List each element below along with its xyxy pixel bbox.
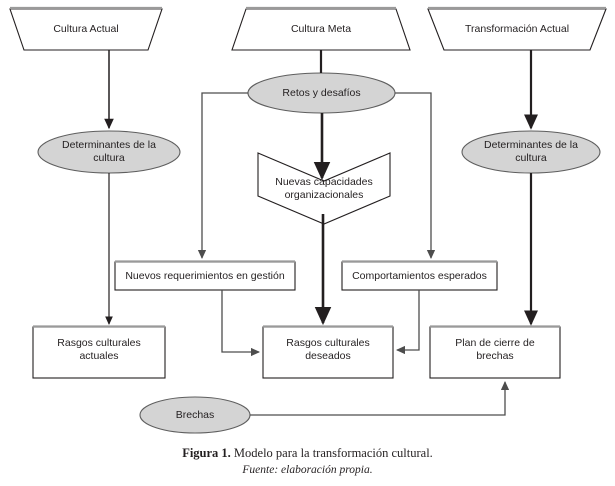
node-nuevos-requerimientos bbox=[114, 261, 296, 291]
node-cultura-meta bbox=[231, 8, 411, 51]
node-plan-cierre-brechas bbox=[429, 326, 561, 379]
node-nuevas-capacidades bbox=[257, 152, 391, 225]
edge-nuevos-requerimientos-rasgos-deseados bbox=[221, 290, 261, 357]
node-retos-y-desafios bbox=[247, 72, 396, 114]
figure-caption: Figura 1. Modelo para la transformación … bbox=[0, 446, 615, 461]
node-determinantes-derecha bbox=[461, 130, 601, 174]
node-rasgos-actuales bbox=[32, 326, 166, 379]
edge-retos-nuevos-requerimientos bbox=[197, 92, 248, 260]
node-rasgos-deseados bbox=[262, 326, 394, 379]
edge-brechas-plan-cierre bbox=[250, 380, 510, 416]
node-comportamientos-esperados bbox=[341, 261, 498, 291]
figure-source: Fuente: elaboración propia. bbox=[242, 464, 373, 476]
edge-retos-comportamientos bbox=[395, 92, 436, 260]
figure-caption-text: Modelo para la transformación cultural. bbox=[230, 446, 433, 460]
node-transformacion-actual bbox=[427, 8, 607, 51]
figure-caption-label: Figura 1. bbox=[182, 446, 231, 460]
node-determinantes-izquierda bbox=[37, 130, 181, 174]
node-cultura-actual bbox=[9, 8, 163, 51]
node-brechas bbox=[139, 396, 251, 434]
edge-comportamientos-rasgos-deseados bbox=[395, 290, 420, 355]
